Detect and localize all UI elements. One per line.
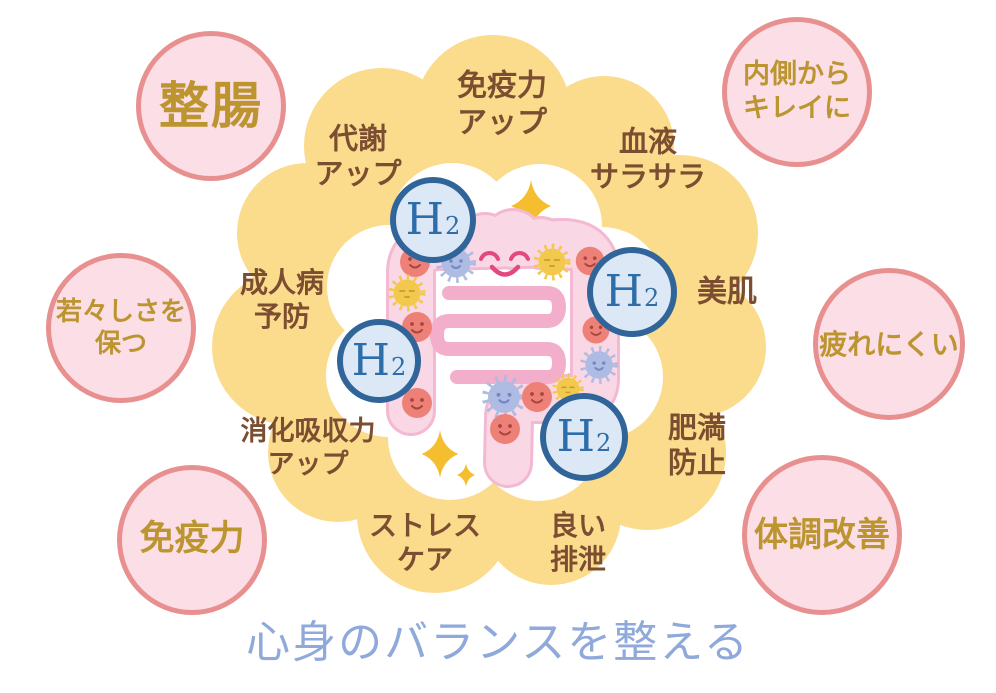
flower-label-taisha-up: 代謝 アップ [314,121,402,191]
benefit-circle-label: 体調改善 [754,514,890,555]
benefit-circle-label: 整腸 [159,76,263,135]
flower-label-himan-boshi: 肥満 防止 [667,410,727,480]
flower-label-stress-care: ストレス ケア [368,508,482,576]
intestine-face [479,251,530,277]
page-caption: 心身のバランスを整える [246,617,750,668]
intestine-illustration [386,208,620,488]
benefit-circle-label: 若々しさを [55,296,186,327]
benefit-circle-menekiryoku: 免疫力 [117,465,267,615]
flower-label-yoi-haisetsu: 良い 排泄 [549,508,607,576]
flower-label-shouka-kyushu: 消化吸収力 アップ [240,416,376,480]
flower-label-bihada: 美肌 [697,274,757,310]
benefit-circle-tsukarenikui: 疲れにくい [813,268,965,420]
flower-label-meneki-up: 免疫力 アップ [457,68,547,140]
flower-label-ketsueki-sarasara: 血液 サラサラ [589,124,707,194]
benefit-circle-wakawakashisa: 若々しさを 保つ [46,253,196,403]
benefit-circle-uchigawa-kirei: 内側から キレイに [722,17,872,167]
benefit-circle-label: 免疫力 [139,519,245,560]
benefit-circle-label: 内側から [743,59,851,91]
small-intestine-squiggle [430,286,566,384]
flower-label-seijinbyo-yobo: 成人病 予防 [239,265,325,333]
benefit-circle-seichou: 整腸 [136,31,286,181]
benefit-circle-label: 疲れにくい [819,327,959,361]
benefit-circle-taichou-kaizen: 体調改善 [742,455,902,615]
